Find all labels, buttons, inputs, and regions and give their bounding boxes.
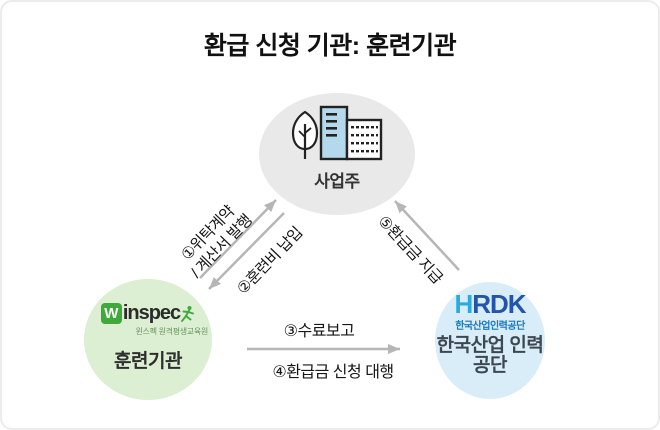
hrdk-logo-subtitle: 한국산업인력공단 — [455, 321, 525, 332]
edge-label-completion-report: ③수료보고 — [283, 323, 355, 340]
edge-label-refund-payment: ⑤환급금 지급 — [374, 212, 446, 288]
hrdk-logo: HRDK — [454, 289, 526, 319]
winspec-wordmark: inspec — [122, 302, 181, 324]
winspec-subtitle: 윈스펙 원격평생교육원 — [135, 327, 208, 336]
node-hrdk: HRDK 한국산업인력공단 한국산업 인력공단 — [435, 282, 545, 399]
hrdk-logo-h: H — [454, 289, 473, 319]
hrdk-label: 한국산업 인력공단 — [435, 336, 545, 376]
edge-label-refund-application: ④환급금 신청 대행 — [272, 364, 394, 381]
node-employer: 사업주 — [259, 93, 415, 215]
node-training-institution: W inspec 윈스펙 원격평생교육원 훈련기관 — [84, 279, 212, 400]
training-institution-label: 훈련기관 — [114, 351, 182, 372]
hrdk-label-line1: 한국산업 — [436, 335, 505, 356]
winspec-w-mark: W — [100, 303, 122, 324]
hrdk-logo-rdk: RDK — [472, 289, 526, 319]
diagram-title: 환급 신청 기관: 훈련기관 — [203, 32, 457, 60]
hrdk-label-line2: 인력공단 — [473, 335, 544, 376]
winspec-logo: W inspec — [100, 302, 195, 325]
tree-building-icon — [291, 105, 383, 161]
runner-icon — [181, 305, 195, 322]
employer-label: 사업주 — [314, 172, 360, 191]
